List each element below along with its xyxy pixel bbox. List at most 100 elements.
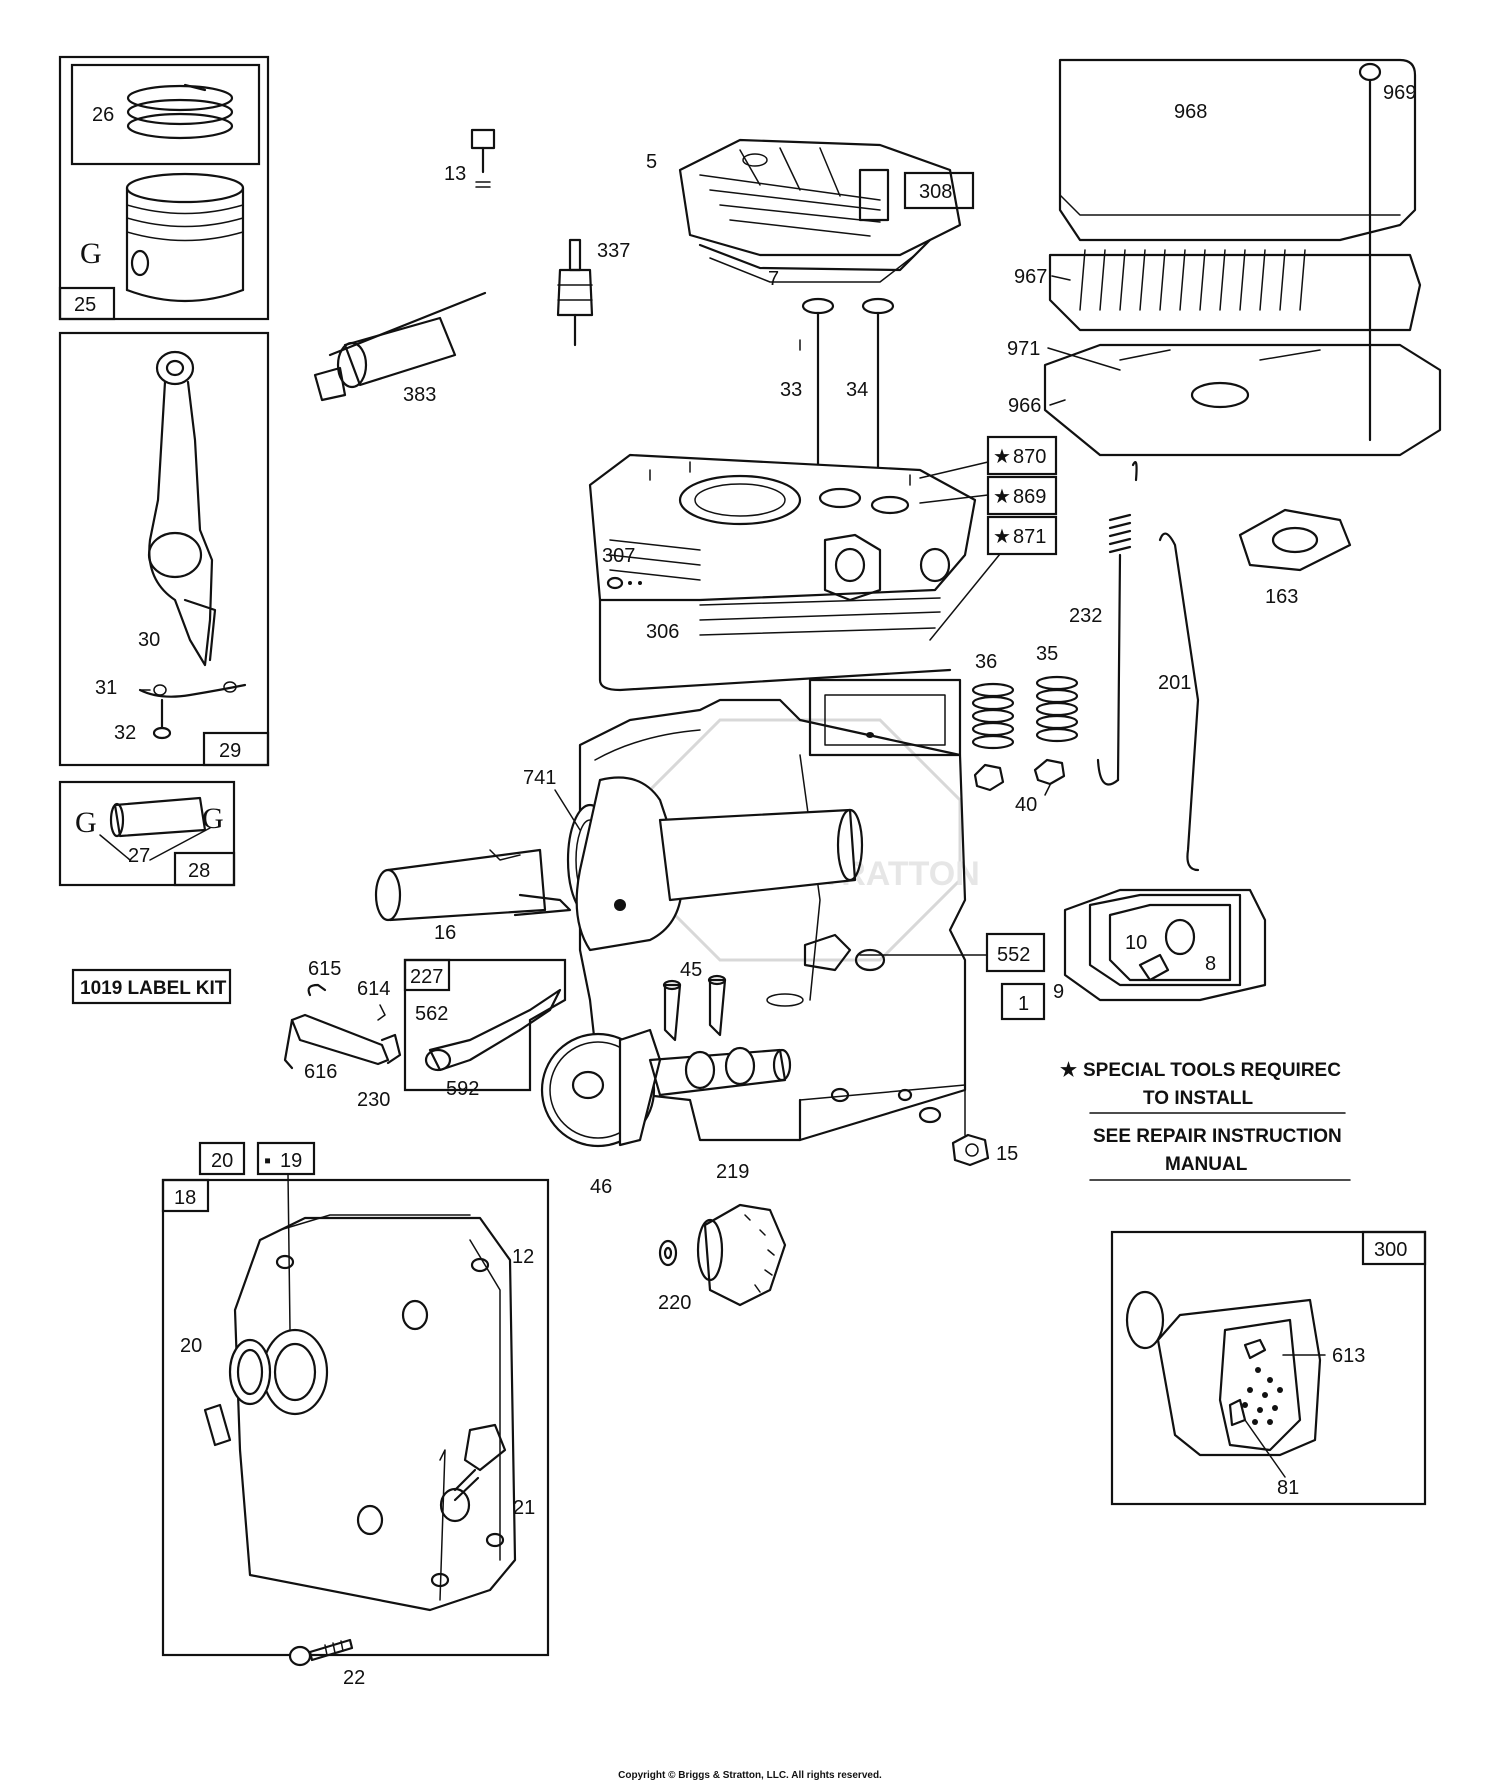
part-300: 300 [1374, 1239, 1407, 1261]
connecting-rod-panel [58, 331, 270, 767]
label-kit-box [71, 968, 232, 1005]
part-968: 968 [1174, 101, 1207, 123]
piston-panel [58, 55, 270, 321]
part-15-plug [951, 1133, 990, 1167]
part-163-gasket [1238, 508, 1352, 572]
part-5: 5 [646, 151, 657, 173]
part-869: 869 [1013, 486, 1046, 508]
part-592: 592 [446, 1078, 479, 1100]
part-33: 33 [780, 379, 802, 401]
part-163: 163 [1265, 586, 1298, 608]
part-16-crankshaft [374, 776, 864, 952]
part-15: 15 [996, 1143, 1018, 1165]
part-18: 18 [174, 1187, 196, 1209]
piston-pin-panel [58, 780, 236, 887]
part-308: 308 [919, 181, 952, 203]
part-45-tappets [662, 974, 727, 1042]
part-219: 219 [716, 1161, 749, 1183]
note-special-tools-2: TO INSTALL [1143, 1088, 1254, 1109]
part-306: 306 [646, 621, 679, 643]
box-308 [903, 171, 975, 210]
part-383: 383 [403, 384, 436, 406]
part-307: 307 [602, 545, 635, 567]
star-869: ★ [993, 486, 1011, 508]
part-383-tool [313, 291, 487, 402]
part-613: 613 [1332, 1345, 1365, 1367]
part-219-gear [658, 1203, 787, 1307]
part-34: 34 [846, 379, 868, 401]
part-22: 22 [343, 1667, 365, 1689]
part-562: 562 [415, 1003, 448, 1025]
note-repair-2: MANUAL [1165, 1154, 1248, 1175]
special-tools-star: ★ [1060, 1060, 1077, 1081]
valve-springs [971, 675, 1079, 792]
breather-assembly [1063, 888, 1267, 1002]
part-13: 13 [444, 163, 466, 185]
part-27: 27 [128, 845, 150, 867]
part-552: 552 [997, 944, 1030, 966]
part-7: 7 [768, 268, 779, 290]
part-21: 21 [513, 1497, 535, 1519]
label-kit-text: 1019 LABEL KIT [80, 978, 227, 999]
part-19-dot: ▪ [264, 1150, 271, 1172]
part-741: 741 [523, 767, 556, 789]
part-30: 30 [138, 629, 160, 651]
part-969: 969 [1383, 82, 1416, 104]
part-g-piston: G [80, 237, 102, 270]
tag-stack-870 [919, 435, 1058, 641]
leader-967 [1051, 275, 1071, 281]
part-16: 16 [434, 922, 456, 944]
part-g-pin-left: G [75, 806, 97, 839]
part-45: 45 [680, 959, 702, 981]
star-871: ★ [993, 526, 1011, 548]
part-614: 614 [357, 978, 390, 1000]
note-special-tools-1: SPECIAL TOOLS REQUIREC [1083, 1060, 1341, 1081]
part-20: 20 [180, 1335, 202, 1357]
part-12: 12 [512, 1246, 534, 1268]
part-966: 966 [1008, 395, 1041, 417]
part-31: 31 [95, 677, 117, 699]
star-870: ★ [993, 446, 1011, 468]
leader-971 [1047, 347, 1121, 371]
part-g-pin-right: G [202, 802, 224, 835]
part-20-box: 20 [211, 1150, 233, 1172]
part-26: 26 [92, 104, 114, 126]
part-40: 40 [1015, 794, 1037, 816]
part-46-camshaft [540, 1028, 792, 1148]
part-967: 967 [1014, 266, 1047, 288]
engine-block [578, 453, 977, 1142]
part-337: 337 [597, 240, 630, 262]
leader-741 [554, 789, 581, 831]
air-cleaner-assembly [1043, 58, 1442, 457]
part-28: 28 [188, 860, 210, 882]
leader-966 [1049, 399, 1066, 406]
part-35: 35 [1036, 643, 1058, 665]
part-337-spark-plug [556, 238, 594, 347]
part-201-link [1158, 532, 1200, 872]
part-29: 29 [219, 740, 241, 762]
part-1: 1 [1018, 993, 1029, 1015]
note-repair-1: SEE REPAIR INSTRUCTION [1093, 1126, 1342, 1147]
part-232: 232 [1069, 605, 1102, 627]
leader-40 [1044, 784, 1051, 796]
crankcase-cover-panel [161, 1141, 550, 1657]
part-870: 870 [1013, 446, 1046, 468]
part-971: 971 [1007, 338, 1040, 360]
part-615: 615 [308, 958, 341, 980]
part-871: 871 [1013, 526, 1046, 548]
part-232-spring [1096, 461, 1138, 786]
part-81: 81 [1277, 1477, 1299, 1499]
part-22-bolt [288, 1638, 354, 1667]
part-308-cylinder-head [678, 138, 962, 283]
part-230: 230 [357, 1089, 390, 1111]
valves [799, 297, 895, 472]
tag-552 [859, 932, 1046, 1021]
part-227-box [403, 958, 567, 1092]
part-8: 8 [1205, 953, 1216, 975]
part-46: 46 [590, 1176, 612, 1198]
part-201: 201 [1158, 672, 1191, 694]
copyright: Copyright © Briggs & Stratton, LLC. All … [618, 1770, 882, 1781]
part-220: 220 [658, 1292, 691, 1314]
part-36: 36 [975, 651, 997, 673]
